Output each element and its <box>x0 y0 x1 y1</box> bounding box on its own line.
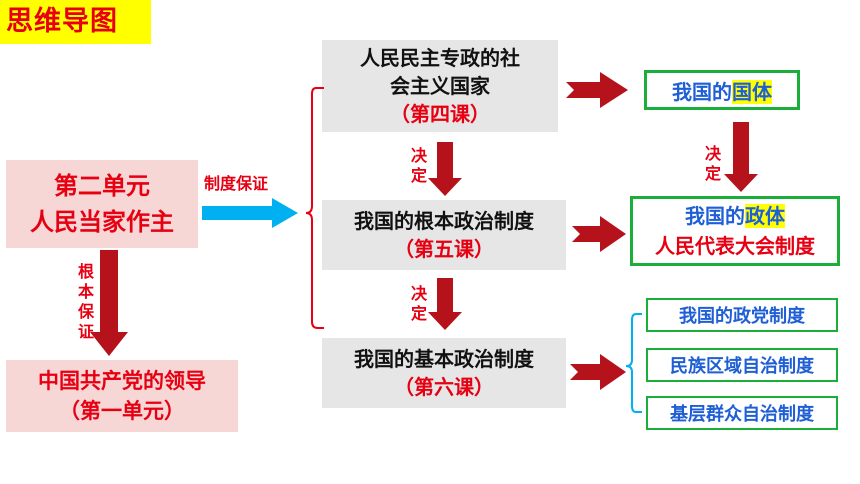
zhengti-prefix: 我国的 <box>685 204 745 228</box>
down-arrow-leadership <box>90 250 128 356</box>
fundamental-char-1: 根 <box>77 262 94 281</box>
institutional-guarantee-label: 制度保证 <box>204 174 269 193</box>
lesson4-line2: 会主义国家 <box>390 74 490 98</box>
lesson4-number: （第四课） <box>390 102 490 126</box>
zhengti-line1: 我国的政体 <box>685 201 785 231</box>
zhengti-line2: 人民代表大会制度 <box>655 234 815 258</box>
lesson6-number: （第六课） <box>394 375 494 399</box>
guoti-box: 我国的国体 <box>644 70 800 110</box>
down-arrow-guoti-zhengti <box>724 122 758 192</box>
decides-1-char-1: 决 <box>410 146 427 165</box>
lesson5-number: （第五课） <box>394 237 494 261</box>
unit-number: 第二单元 <box>54 172 150 200</box>
fundamental-char-2: 本 <box>77 282 94 301</box>
decides-3-char-1: 决 <box>704 144 721 163</box>
decides-label-2: 决 定 <box>408 284 430 324</box>
decides-label-3: 决 定 <box>702 144 724 184</box>
decides-1-char-2: 定 <box>410 166 427 185</box>
ethnic-autonomy-label: 民族区域自治制度 <box>670 356 814 377</box>
left-bracket <box>305 87 324 329</box>
grassroots-autonomy-box: 基层群众自治制度 <box>646 396 838 430</box>
down-arrow-l5-l6 <box>428 278 462 330</box>
lesson6-line1: 我国的基本政治制度 <box>354 347 534 371</box>
guoti-highlight: 国体 <box>732 79 772 104</box>
lesson5-box: 我国的根本政治制度 （第五课） <box>322 200 566 270</box>
leadership-title: 中国共产党的领导 <box>38 369 206 393</box>
page-title: 思维导图 <box>0 0 151 44</box>
decides-2-char-2: 定 <box>410 304 427 323</box>
right-arrow-l4 <box>566 72 628 108</box>
ethnic-autonomy-box: 民族区域自治制度 <box>646 348 838 382</box>
leadership-unit: （第一单元） <box>59 399 185 423</box>
lesson4-box: 人民民主专政的社 会主义国家 （第四课） <box>322 40 558 132</box>
decides-2-char-1: 决 <box>410 284 427 303</box>
blue-arrow <box>202 198 298 228</box>
fundamental-char-4: 证 <box>77 322 94 341</box>
grassroots-autonomy-label: 基层群众自治制度 <box>670 404 814 425</box>
party-system-label: 我国的政党制度 <box>679 306 805 327</box>
lesson4-line1: 人民民主专政的社 <box>360 46 520 70</box>
guoti-text: 我国的国体 <box>672 76 772 105</box>
lesson5-line1: 我国的根本政治制度 <box>354 209 534 233</box>
zhengti-box: 我国的政体 人民代表大会制度 <box>630 196 840 266</box>
decides-3-char-2: 定 <box>704 164 721 183</box>
unit-box: 第二单元 人民当家作主 <box>6 160 198 248</box>
fundamental-char-3: 保 <box>77 302 94 321</box>
decides-label-1: 决 定 <box>408 146 430 186</box>
fundamental-guarantee-label: 根 本 保 证 <box>74 262 98 342</box>
right-arrow-l6 <box>570 354 626 390</box>
party-system-box: 我国的政党制度 <box>646 298 838 332</box>
lesson6-box: 我国的基本政治制度 （第六课） <box>322 338 566 408</box>
zhengti-highlight: 政体 <box>745 204 785 228</box>
unit-name: 人民当家作主 <box>30 208 174 236</box>
systems-bracket <box>625 313 642 413</box>
down-arrow-l4-l5 <box>428 142 462 196</box>
right-arrow-l5 <box>572 216 626 252</box>
guoti-prefix: 我国的 <box>672 79 732 104</box>
leadership-box: 中国共产党的领导 （第一单元） <box>6 360 238 432</box>
